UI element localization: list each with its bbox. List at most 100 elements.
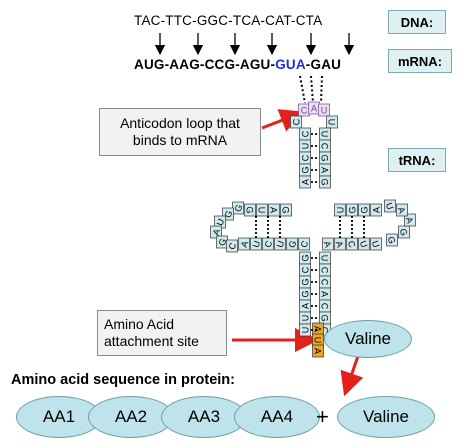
acceptor-end-nucleotide: A <box>312 344 324 358</box>
nucleotide: A <box>299 299 311 313</box>
nucleotide: A <box>322 237 334 251</box>
anticodon-nucleotide: C <box>298 103 310 117</box>
red-arrow-icon <box>261 109 305 132</box>
svg-text:U: U <box>301 315 311 322</box>
svg-text:C: C <box>301 154 311 161</box>
svg-text:A: A <box>396 206 407 215</box>
svg-text:A: A <box>311 104 317 114</box>
svg-text:A: A <box>322 240 333 249</box>
nucleotide: U <box>299 323 311 337</box>
nucleotide: G <box>244 203 256 217</box>
nucleotide: A <box>299 175 311 189</box>
svg-text:U: U <box>313 337 323 344</box>
svg-text:C: C <box>320 279 330 286</box>
svg-text:C: C <box>301 266 311 273</box>
nucleotide: G <box>386 233 398 247</box>
nucleotide: C <box>262 237 275 251</box>
nucleotide: G <box>280 203 292 217</box>
plus-sign: + <box>316 404 329 429</box>
svg-text:A: A <box>313 326 323 332</box>
nucleotide: A <box>404 213 416 227</box>
valine-amino-acid: Valine <box>324 320 412 358</box>
nucleotide: A <box>210 225 222 239</box>
svg-text:U: U <box>327 119 337 126</box>
nucleotide: G <box>299 287 311 301</box>
nucleotide: A <box>319 163 331 177</box>
svg-text:G: G <box>301 254 311 261</box>
svg-text:U: U <box>384 201 396 211</box>
nucleotide: G <box>299 163 311 177</box>
svg-text:G: G <box>301 278 311 285</box>
trna-label: tRNA: <box>388 148 446 172</box>
nucleotide: U <box>250 237 262 251</box>
nucleotide: C <box>298 237 311 251</box>
nucleotide: C <box>290 115 302 129</box>
svg-text:G: G <box>348 206 358 213</box>
dna-sequence: TAC-TTC-GGC-TCA-CAT-CTA <box>134 13 323 28</box>
acceptor-end-nucleotide: U <box>312 333 324 347</box>
mrna-prefix: AUG-AAG-CCG-AGU- <box>134 57 276 72</box>
svg-text:C: C <box>263 239 275 249</box>
nucleotide: C <box>299 127 311 141</box>
mrna-suffix: -GAU <box>305 57 342 72</box>
svg-text:U: U <box>301 143 311 150</box>
svg-text:G: G <box>301 166 311 173</box>
nucleotide: C <box>299 263 311 277</box>
nucleotide: G <box>319 151 331 165</box>
nucleotide: A <box>268 203 280 217</box>
nucleotide: G <box>232 201 245 215</box>
nucleotide: A <box>238 237 250 251</box>
svg-text:U: U <box>215 217 227 227</box>
svg-text:A: A <box>334 240 345 249</box>
nucleotide: U <box>256 203 268 217</box>
svg-text:G: G <box>320 314 330 321</box>
nucleotide: G <box>286 237 299 251</box>
svg-text:A: A <box>301 303 311 309</box>
svg-text:C: C <box>299 239 311 249</box>
svg-text:C: C <box>320 143 330 150</box>
svg-text:G: G <box>217 237 229 247</box>
svg-text:A: A <box>301 179 311 185</box>
svg-text:A: A <box>269 207 279 213</box>
mrna-codon-gua: GUA <box>275 57 306 72</box>
svg-text:G: G <box>223 209 235 219</box>
svg-text:A: A <box>320 167 330 173</box>
anticodon-nucleotide: A <box>308 101 320 115</box>
svg-text:C: C <box>320 327 330 334</box>
protein-heading: Amino acid sequence in protein: <box>11 372 235 388</box>
red-arrow-icon <box>340 355 364 397</box>
svg-text:G: G <box>398 227 410 237</box>
nucleotide: G <box>299 251 311 265</box>
svg-text:G: G <box>233 203 245 213</box>
svg-text:G: G <box>301 290 311 297</box>
svg-text:U: U <box>336 207 346 214</box>
nucleotide: U <box>299 311 311 325</box>
mrna-sequence: AUG-AAG-CCG-AGU-GUA-GAU <box>134 57 341 72</box>
svg-text:G: G <box>320 154 330 161</box>
mrna-label: mRNA: <box>388 49 452 73</box>
codon-pairing-dots <box>299 75 323 104</box>
svg-text:U: U <box>301 327 311 334</box>
nucleotide: U <box>370 237 382 251</box>
anticodon-loop-callout: Anticodon loop that binds to mRNA <box>99 108 261 156</box>
anticodon-nucleotide: U <box>318 103 330 117</box>
nucleotide: U <box>384 199 396 213</box>
nucleotide: G <box>346 203 358 217</box>
nucleotide: U <box>319 127 331 141</box>
svg-text:A: A <box>313 348 323 354</box>
nucleotide: G <box>319 175 331 189</box>
svg-text:C: C <box>301 106 308 116</box>
nucleotide: C <box>299 151 311 165</box>
svg-text:G: G <box>245 206 255 213</box>
svg-text:G: G <box>360 206 370 213</box>
svg-text:G: G <box>320 178 330 185</box>
nucleotide: A <box>396 203 408 217</box>
amino-acid-4: AA4 <box>234 396 320 438</box>
svg-text:A: A <box>372 207 382 213</box>
svg-text:G: G <box>287 239 299 249</box>
svg-text:G: G <box>281 206 291 213</box>
svg-text:U: U <box>370 239 382 249</box>
nucleotide: C <box>346 237 358 251</box>
nucleotide: C <box>319 299 331 313</box>
